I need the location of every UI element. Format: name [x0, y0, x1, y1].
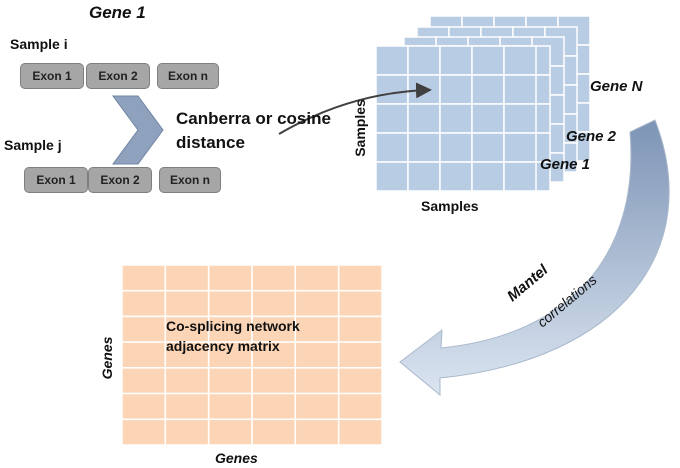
adjacency-matrix-cell: [337, 315, 383, 343]
adjacency-matrix-cell: [207, 418, 253, 446]
matrix-layer-front-grid-cell: [375, 45, 409, 76]
matrix-layer-front-grid-cell: [407, 161, 441, 192]
adjacency-matrix-cell: [121, 367, 167, 395]
adjacency-matrix-cell: [121, 264, 167, 292]
sample-j-label: Sample j: [4, 137, 62, 153]
gene-title: Gene 1: [89, 3, 146, 22]
matrix-layer-front-grid-cell: [503, 161, 537, 192]
adjacency-matrix-cell: [251, 264, 297, 292]
stack-row-label: Samples: [352, 99, 368, 157]
matrix-layer-front-grid-cell: [439, 103, 473, 134]
adjacency-matrix-cell: [251, 418, 297, 446]
sample-i-exon-1: Exon 1: [20, 63, 84, 89]
sample-j-exon-2: Exon 2: [88, 167, 152, 193]
matrix-layer-front-grid-cell: [375, 103, 409, 134]
matrix-layer-front-grid-cell: [439, 45, 473, 76]
adjacency-matrix-cell: [337, 392, 383, 421]
adjacency-matrix-cell: [337, 289, 383, 318]
adjacency-title-line-2: adjacency matrix: [166, 338, 280, 354]
adjacency-matrix-cell: [164, 367, 210, 395]
matrix-layer-front-grid-cell: [471, 132, 505, 163]
matrix-layer-front-grid-cell: [503, 74, 537, 105]
adjacency-matrix-cell: [164, 392, 210, 421]
adjacency-matrix-cell: [337, 264, 383, 292]
adjacency-matrix-cell: [337, 341, 383, 369]
adjacency-matrix-cell: [251, 367, 297, 395]
stack-gene-1-label: Gene 1: [540, 156, 591, 173]
adjacency-matrix-cell: [294, 315, 340, 343]
adjacency-matrix-cell: [294, 341, 340, 369]
matrix-layer-front-grid-cell: [375, 161, 409, 192]
matrix-layer-front-grid-cell: [503, 103, 537, 134]
distance-arrow: [278, 82, 432, 135]
matrix-layer-front-grid-cell: [471, 103, 505, 134]
adjacency-matrix-cell: [294, 264, 340, 292]
adjacency-matrix-cell: [294, 418, 340, 446]
adjacency-matrix-cell: [207, 392, 253, 421]
adjacency-matrix-cell: [164, 289, 210, 318]
adjacency-matrix-cell: [294, 392, 340, 421]
adjacency-matrix-cell: [251, 289, 297, 318]
distance-label-line-1: Canberra or cosine: [176, 109, 331, 128]
sample-i-exon-n: Exon n: [157, 63, 219, 89]
matrix-layer-front-grid-cell: [407, 103, 441, 134]
matrix-layer-front-grid: [375, 45, 537, 192]
stack-col-label: Samples: [421, 198, 479, 214]
stack-gene-n-label: Gene N: [590, 78, 643, 95]
matrix-layer-front-grid-cell: [407, 45, 441, 76]
adjacency-matrix-cell: [164, 264, 210, 292]
adjacency-matrix-cell: [251, 341, 297, 369]
adjacency-matrix-cell: [207, 289, 253, 318]
adjacency-matrix-cell: [207, 367, 253, 395]
matrix-layer-front-grid-cell: [471, 74, 505, 105]
matrix-layer-front-grid-cell: [375, 132, 409, 163]
adjacency-matrix-cell: [294, 289, 340, 318]
matrix-layer-front-grid-cell: [375, 74, 409, 105]
adjacency-matrix-cell: [337, 418, 383, 446]
adjacency-matrix-cell: [251, 392, 297, 421]
adjacency-matrix-cell: [164, 418, 210, 446]
adjacency-col-label: Genes: [215, 450, 258, 466]
adjacency-matrix-cell: [121, 315, 167, 343]
mantel-curve-arrow: [399, 119, 670, 397]
sample-i-exon-2: Exon 2: [86, 63, 150, 89]
matrix-layer-front-grid-cell: [503, 132, 537, 163]
adjacency-matrix-cell: [207, 264, 253, 292]
adjacency-title-line-1: Co-splicing network: [166, 318, 300, 334]
sample-j-exon-n: Exon n: [159, 167, 221, 193]
matrix-layer-front-grid-cell: [471, 45, 505, 76]
adjacency-row-label: Genes: [99, 336, 115, 380]
chevron-shape: [112, 95, 164, 165]
matrix-layer-front-grid-cell: [439, 161, 473, 192]
matrix-layer-front-grid-cell: [471, 161, 505, 192]
distance-label-line-2: distance: [176, 133, 245, 152]
sample-j-exon-1: Exon 1: [24, 167, 88, 193]
matrix-layer-front-grid-cell: [439, 74, 473, 105]
matrix-layer-front-grid-cell: [407, 132, 441, 163]
adjacency-matrix-cell: [121, 418, 167, 446]
matrix-layer-front-grid-cell: [503, 45, 537, 76]
adjacency-matrix-cell: [121, 341, 167, 369]
adjacency-matrix-cell: [337, 367, 383, 395]
adjacency-matrix-cell: [121, 392, 167, 421]
adjacency-matrix-cell: [294, 367, 340, 395]
sample-i-label: Sample i: [10, 36, 68, 52]
adjacency-matrix: [121, 264, 383, 446]
adjacency-matrix-cell: [121, 289, 167, 318]
matrix-layer-front-grid-cell: [439, 132, 473, 163]
stack-gene-2-label: Gene 2: [566, 128, 617, 145]
